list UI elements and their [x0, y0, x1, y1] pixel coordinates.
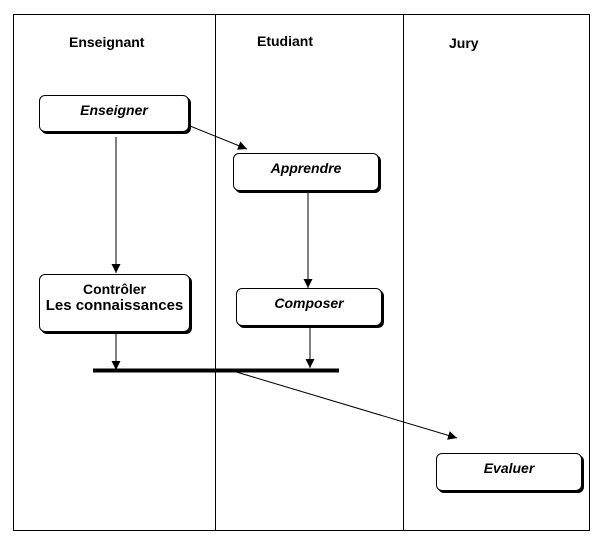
lane-title-jury: Jury	[449, 35, 479, 51]
activity-controler-label-line1: Contrôler	[83, 281, 146, 297]
flow-sync-to-evaluer	[232, 370, 458, 440]
lane-title-etudiant: Etudiant	[257, 33, 313, 49]
flow-enseigner-to-apprendre	[189, 125, 248, 150]
activity-apprendre: Apprendre	[233, 153, 379, 191]
swimlane-frame	[13, 14, 590, 531]
activity-composer-label: Composer	[274, 295, 344, 311]
activity-composer: Composer	[236, 288, 382, 326]
activity-enseigner: Enseigner	[39, 95, 189, 132]
activity-enseigner-label: Enseigner	[80, 102, 148, 118]
activity-evaluer-label: Evaluer	[483, 460, 535, 476]
activity-controler-label-line2: Les connaissances	[45, 297, 184, 314]
activity-evaluer: Evaluer	[436, 453, 582, 491]
activity-apprendre-label: Apprendre	[270, 160, 342, 176]
activity-controler: Contrôler Les connaissances	[39, 274, 190, 332]
lane-title-enseignant: Enseignant	[69, 34, 145, 50]
